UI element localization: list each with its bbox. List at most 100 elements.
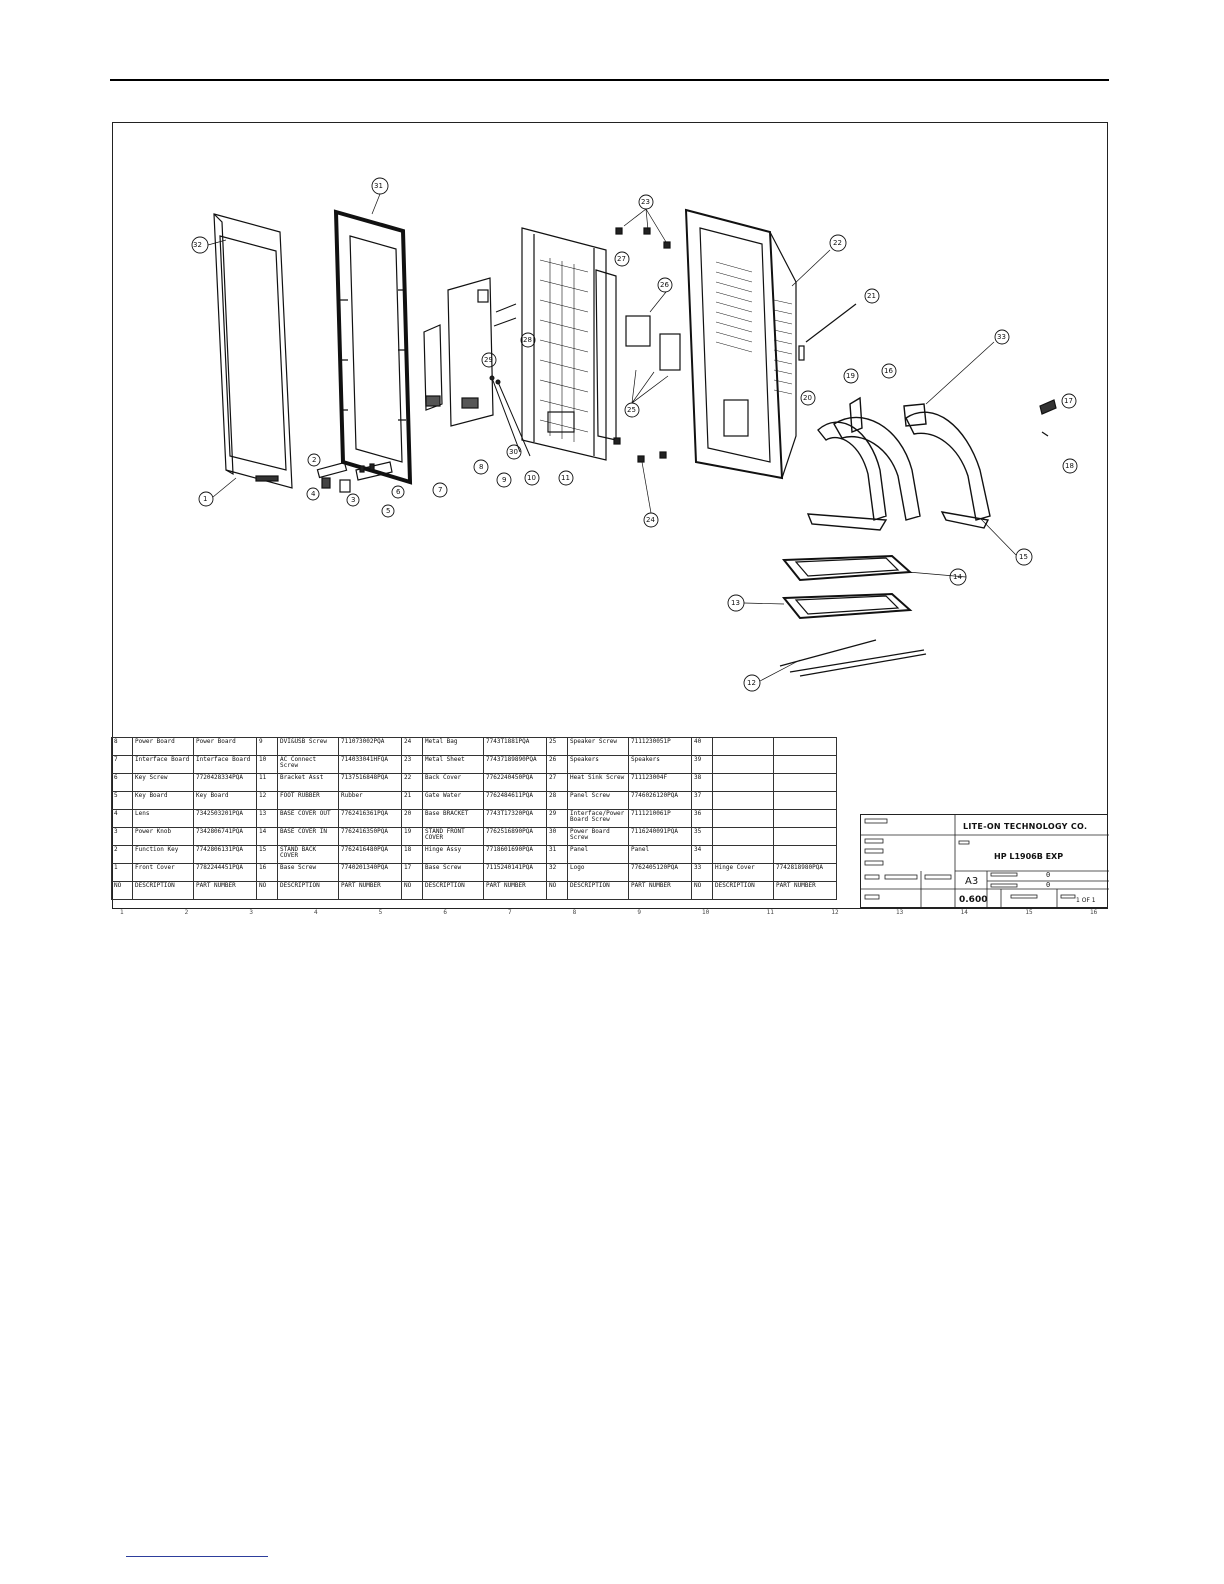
- parts-table-cell: 77437189890PQA: [483, 755, 547, 774]
- parts-table-cell: STAND BACK COVER: [277, 845, 339, 864]
- screw-21-part: [798, 303, 857, 361]
- parts-table-cell: Power Board: [132, 737, 194, 756]
- parts-table-cell: 7762484611PQA: [483, 791, 547, 810]
- parts-table-cell: Speakers: [567, 755, 629, 774]
- parts-table-cell: Back Cover: [422, 773, 484, 792]
- parts-table-cell: 7742806131PQA: [193, 845, 257, 864]
- parts-table-cell: NO: [111, 881, 133, 900]
- parts-table-cell: Speakers: [628, 755, 692, 774]
- parts-table-cell: [773, 773, 837, 792]
- parts-table-cell: 7742818980PQA: [773, 863, 837, 882]
- parts-table-cell: NO: [546, 881, 568, 900]
- parts-table-cell: 7762416480PQA: [338, 845, 402, 864]
- callout-13: 13: [731, 599, 740, 607]
- chassis-shield-part: [521, 227, 617, 461]
- callout-10: 10: [527, 474, 536, 482]
- callout-22: 22: [833, 239, 842, 247]
- parts-table-cell: 7111210061P: [628, 809, 692, 828]
- parts-table-cell: Rubber: [338, 791, 402, 810]
- foot-rubber-parts: [779, 639, 927, 677]
- parts-table-cell: [712, 827, 774, 846]
- parts-table-cell: Bracket Asst: [277, 773, 339, 792]
- stand-assembly-part: [806, 396, 991, 531]
- parts-table-cell: AC Connect Screw: [277, 755, 339, 774]
- parts-table-cell: 25: [546, 737, 568, 756]
- parts-table-cell: 7116240091PQA: [628, 827, 692, 846]
- parts-table-cell: [773, 737, 837, 756]
- parts-table-cell: 7740201340PQA: [338, 863, 402, 882]
- screw-set: [489, 303, 531, 457]
- model-name: HP L1906B EXP: [994, 852, 1064, 861]
- parts-table-cell: Interface Board: [193, 755, 257, 774]
- parts-table-cell: [773, 755, 837, 774]
- drawing-field-2: 0: [1046, 881, 1051, 889]
- parts-table-cell: Metal Bag: [422, 737, 484, 756]
- parts-table-cell: [712, 809, 774, 828]
- parts-table-cell: DESCRIPTION: [712, 881, 774, 900]
- callout-4: 4: [311, 490, 316, 498]
- parts-table-cell: 16: [256, 863, 278, 882]
- parts-table-cell: 7: [111, 755, 133, 774]
- zone-label: 6: [443, 909, 447, 916]
- interface-board-part: [423, 324, 443, 411]
- parts-table-cell: 7782244451PQA: [193, 863, 257, 882]
- parts-table-cell: 7762516890PQA: [483, 827, 547, 846]
- parts-table-cell: [712, 773, 774, 792]
- bezel-frame-part: [333, 209, 413, 485]
- callout-15: 15: [1019, 553, 1028, 561]
- parts-table-cell: 9: [256, 737, 278, 756]
- parts-table-cell: [773, 791, 837, 810]
- parts-table-cell: Heat Sink Screw: [567, 773, 629, 792]
- parts-table-cell: 22: [401, 773, 423, 792]
- parts-table-cell: Lens: [132, 809, 194, 828]
- parts-table-cell: 30: [546, 827, 568, 846]
- parts-table-cell: PART NUMBER: [483, 881, 547, 900]
- parts-table-cell: 1: [111, 863, 133, 882]
- parts-table-cell: 17: [401, 863, 423, 882]
- callout-11: 11: [561, 474, 570, 482]
- zone-label: 1: [120, 909, 124, 916]
- parts-table-cell: 13: [256, 809, 278, 828]
- sheet-number: 1 OF 1: [1076, 897, 1096, 904]
- callout-8: 8: [479, 463, 484, 471]
- header-rule: [110, 79, 1109, 81]
- parts-table-cell: Gate Water: [422, 791, 484, 810]
- parts-table-cell: [712, 737, 774, 756]
- callout-1: 1: [203, 495, 208, 503]
- callout-bubbles: [191, 177, 1078, 692]
- zone-label: 14: [960, 909, 968, 916]
- zone-label: 12: [831, 909, 839, 916]
- callout-24: 24: [646, 516, 655, 524]
- callout-21: 21: [867, 292, 876, 300]
- parts-table-cell: 28: [546, 791, 568, 810]
- callout-32: 32: [193, 241, 202, 249]
- parts-table-cell: 2: [111, 845, 133, 864]
- parts-table-cell: 29: [546, 809, 568, 828]
- parts-table-cell: 32: [546, 863, 568, 882]
- parts-table-cell: 4: [111, 809, 133, 828]
- zone-label: 16: [1090, 909, 1098, 916]
- callout-29: 29: [484, 356, 493, 364]
- zone-label: 13: [896, 909, 904, 916]
- parts-table-cell: 10: [256, 755, 278, 774]
- callout-20: 20: [803, 394, 812, 402]
- back-cover-part: [684, 208, 797, 480]
- callout-5: 5: [386, 507, 391, 515]
- title-block-grid: [861, 815, 1109, 909]
- parts-table-cell: 37: [691, 791, 713, 810]
- parts-table-cell: 33: [691, 863, 713, 882]
- parts-table-cell: 8: [111, 737, 133, 756]
- parts-table-cell: 7743T1881PQA: [483, 737, 547, 756]
- parts-table-cell: Key Screw: [132, 773, 194, 792]
- callout-17: 17: [1064, 397, 1073, 405]
- callout-26: 26: [660, 281, 669, 289]
- callout-31: 31: [374, 182, 383, 190]
- zone-label: 9: [637, 909, 641, 916]
